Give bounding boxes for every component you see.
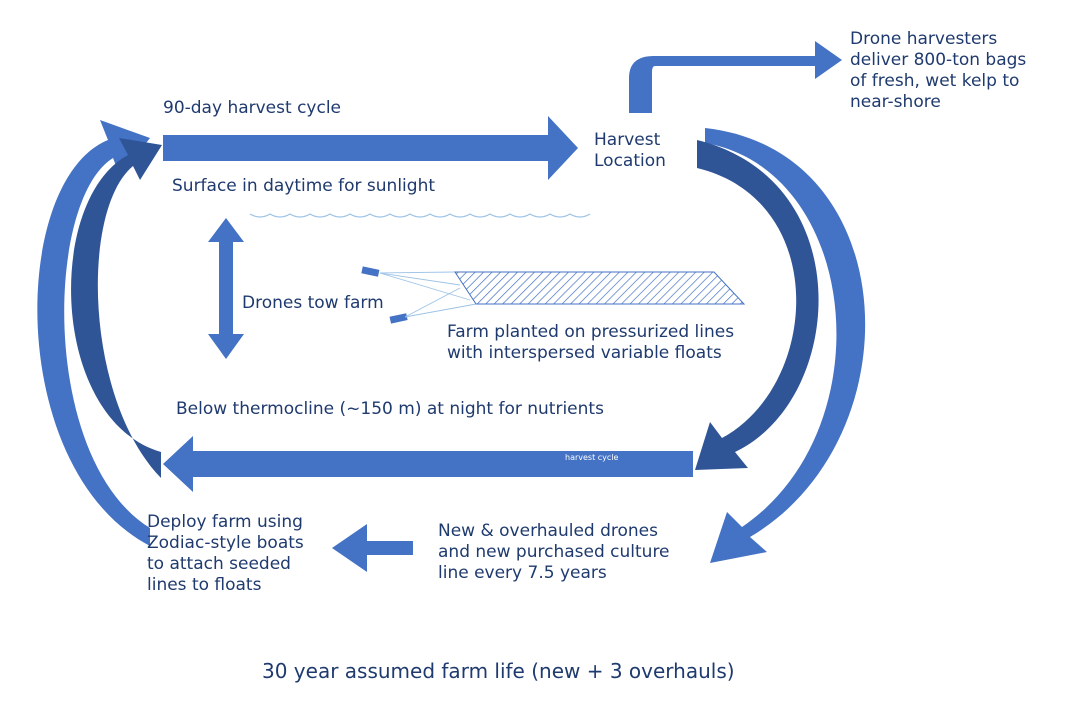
vertical-double-arrow: [208, 218, 244, 359]
harvest-location-label: Harvest Location: [594, 130, 666, 171]
left-inner-curved-arrow: [71, 138, 162, 478]
bottom-arrow-label: harvest cycle: [565, 453, 619, 462]
right-outer-curved-arrow: [705, 128, 866, 563]
water-surface-line: [249, 213, 591, 218]
tow-lines: [379, 271, 477, 318]
bottom-harvest-arrow: [163, 436, 693, 492]
deploy-farm-label: Deploy farm using Zodiac-style boats to …: [147, 512, 304, 595]
delivery-bent-arrow: [629, 41, 842, 113]
tow-drone-bottom: [389, 313, 408, 324]
below-thermocline-label: Below thermocline (~150 m) at night for …: [176, 399, 604, 419]
tow-drone-top: [361, 266, 380, 277]
kelp-farm-hatched: [454, 271, 746, 305]
farm-planted-label: Farm planted on pressurized lines with i…: [447, 322, 735, 363]
top-harvest-arrow: [163, 116, 578, 180]
top-arrow-label: 90-day harvest cycle: [163, 98, 342, 118]
drones-tow-label: Drones tow farm: [242, 293, 384, 313]
right-inner-curved-arrow: [695, 140, 819, 470]
surface-label: Surface in daytime for sunlight: [172, 176, 436, 196]
new-drones-label: New & overhauled drones and new purchase…: [438, 521, 670, 583]
left-outer-curved-arrow: [37, 120, 150, 546]
farm-life-label: 30 year assumed farm life (new + 3 overh…: [262, 659, 735, 683]
small-left-arrow: [332, 524, 413, 572]
drone-harvesters-label: Drone harvesters deliver 800-ton bags of…: [850, 29, 1027, 112]
